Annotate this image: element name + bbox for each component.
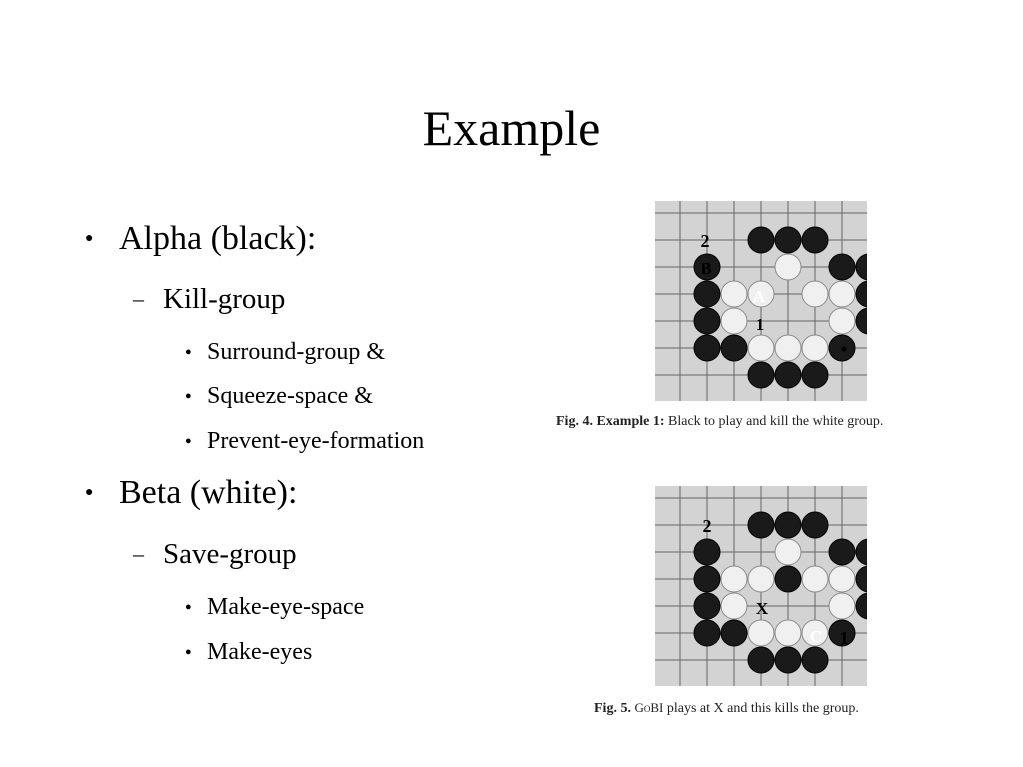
black-stone <box>774 565 802 593</box>
white-stone <box>801 280 829 308</box>
white-stone <box>828 280 856 308</box>
black-stone <box>693 565 721 593</box>
white-stone <box>720 592 748 620</box>
black-stone <box>747 361 775 389</box>
black-stone <box>693 307 721 335</box>
black-stone <box>747 226 775 254</box>
black-stone <box>855 253 867 281</box>
white-stone <box>828 565 856 593</box>
black-stone <box>855 307 867 335</box>
white-stone <box>828 307 856 335</box>
black-stone <box>855 592 867 620</box>
board-label: 2 <box>701 231 710 251</box>
bullet-dot-icon: ● <box>85 231 94 246</box>
figure-5-caption: Fig. 5. GoBI plays at X and this kills t… <box>594 700 859 717</box>
black-stone <box>693 619 721 647</box>
caption-text: plays at X and this kills the group. <box>666 701 859 716</box>
bullet-text: Alpha (black): <box>119 220 317 257</box>
black-stone <box>774 226 802 254</box>
board-label: C <box>810 627 822 646</box>
black-stone <box>720 619 748 647</box>
white-stone <box>747 619 775 647</box>
black-stone <box>693 253 721 281</box>
caption-prefix: Example 1: <box>596 414 665 429</box>
black-stone <box>828 253 856 281</box>
black-stone <box>693 280 721 308</box>
caption-text: Black to play and kill the white group. <box>668 414 884 429</box>
bullet-text: Squeeze-space & <box>207 383 373 409</box>
caption-label: Fig. 5. <box>594 701 631 716</box>
black-stone <box>855 565 867 593</box>
black-stone <box>801 646 829 674</box>
black-stone <box>693 538 721 566</box>
board-label: 1 <box>756 315 765 334</box>
black-stone <box>801 361 829 389</box>
caption-smallcaps: GoBI <box>634 700 664 715</box>
board-label: B <box>700 259 711 278</box>
bullet-text: Save-group <box>163 538 297 570</box>
white-stone <box>774 334 802 362</box>
board-stones <box>693 511 867 674</box>
figure-4-caption: Fig. 4. Example 1: Black to play and kil… <box>556 414 883 430</box>
black-stone <box>774 646 802 674</box>
white-stone <box>747 565 775 593</box>
bullet-dash-icon: – <box>133 541 144 566</box>
bullet-dot-icon: ● <box>185 601 192 613</box>
black-stone <box>828 619 856 647</box>
white-stone <box>774 619 802 647</box>
white-stone <box>801 619 829 647</box>
board-label: A <box>753 287 766 306</box>
bullet-dash-icon: – <box>133 286 144 311</box>
board-label: X <box>756 599 769 618</box>
black-stone <box>774 511 802 539</box>
caption-label: Fig. 4. <box>556 414 593 429</box>
black-stone <box>801 511 829 539</box>
bullet-text: Make-eye-space <box>207 594 365 620</box>
board-label: 1 <box>840 628 849 648</box>
black-stone <box>828 538 856 566</box>
board-label: 2 <box>703 516 712 536</box>
black-stone <box>774 361 802 389</box>
black-stone <box>747 646 775 674</box>
bullet-dot-icon: ● <box>185 435 192 447</box>
white-stone <box>774 253 802 281</box>
white-stone <box>747 334 775 362</box>
black-stone <box>720 334 748 362</box>
white-stone <box>747 280 775 308</box>
bullet-dot-icon: ● <box>185 346 192 358</box>
black-stone <box>747 511 775 539</box>
bullet-dot-icon: ● <box>185 646 192 658</box>
bullet-dot-icon: ● <box>85 485 94 500</box>
white-stone <box>801 565 829 593</box>
bullet-text: Make-eyes <box>207 639 313 665</box>
slide-title: Example <box>422 100 601 156</box>
board-stones <box>693 226 867 389</box>
bullet-text: Prevent-eye-formation <box>207 428 425 454</box>
white-stone <box>720 280 748 308</box>
white-stone <box>774 538 802 566</box>
black-stone <box>693 592 721 620</box>
go-board-figure-4: 2B A 1 <box>655 201 867 401</box>
black-stone <box>693 334 721 362</box>
white-stone <box>720 565 748 593</box>
bullet-dot-icon: ● <box>185 390 192 402</box>
black-stone <box>801 226 829 254</box>
white-stone <box>720 307 748 335</box>
bullet-text: Kill-group <box>163 283 286 315</box>
black-stone <box>855 538 867 566</box>
bullet-text: Beta (white): <box>119 474 298 511</box>
board-point-marker <box>841 346 847 352</box>
black-stone <box>855 280 867 308</box>
white-stone <box>828 592 856 620</box>
white-stone <box>801 334 829 362</box>
bullet-text: Surround-group & <box>207 339 385 365</box>
